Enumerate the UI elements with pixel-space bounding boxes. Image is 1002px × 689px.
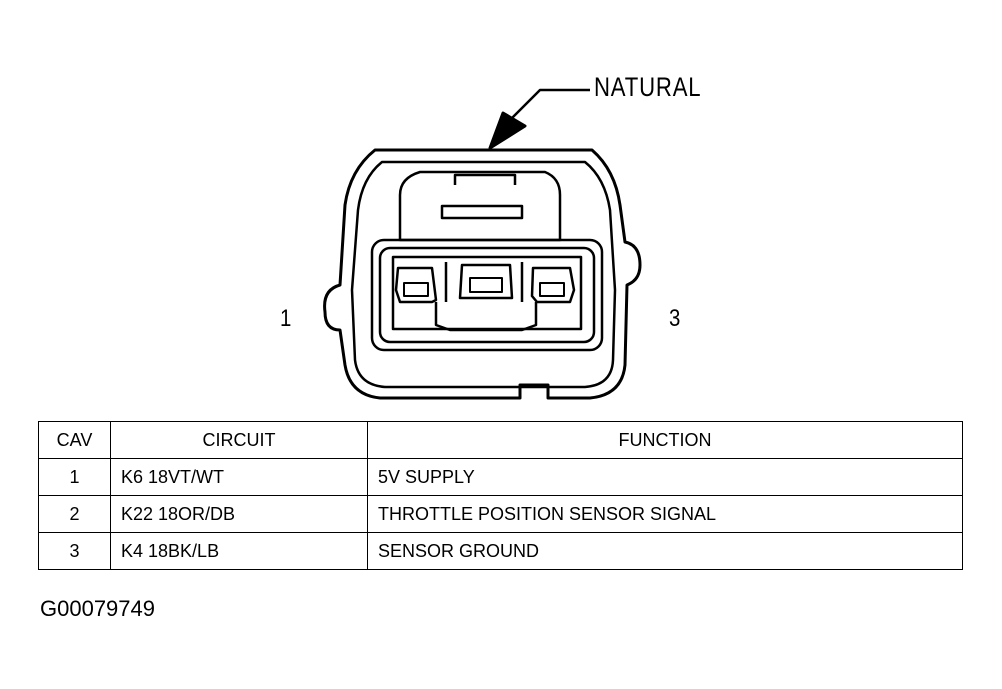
cell-cav: 3 — [38, 532, 111, 570]
connector-diagram — [323, 88, 642, 400]
connector-latch — [398, 170, 562, 242]
table-row: 2 K22 18OR/DB THROTTLE POSITION SENSOR S… — [38, 495, 963, 533]
cavity-3 — [530, 266, 576, 304]
cell-circuit: K6 18VT/WT — [110, 458, 368, 496]
cavity-label-left: 1 — [280, 305, 292, 332]
figure-id: G00079749 — [40, 596, 155, 621]
cell-function: 5V SUPPLY — [367, 458, 963, 496]
terminal-frame-inner — [378, 246, 596, 344]
cell-cav: 2 — [38, 495, 111, 533]
terminal-frame-outer — [370, 238, 604, 352]
cavity-2 — [458, 263, 514, 300]
cell-circuit: K22 18OR/DB — [110, 495, 368, 533]
connector-housing-outer — [323, 148, 642, 400]
table-header-row: CAV CIRCUIT FUNCTION — [38, 421, 963, 459]
cell-cav: 1 — [38, 458, 111, 496]
header-function: FUNCTION — [367, 421, 963, 459]
header-cav: CAV — [38, 421, 111, 459]
header-circuit: CIRCUIT — [110, 421, 368, 459]
latch-bump — [453, 173, 517, 185]
table-row: 1 K6 18VT/WT 5V SUPPLY — [38, 458, 963, 496]
connector-key — [434, 302, 538, 332]
latch-slot — [440, 204, 524, 220]
callout-leader-line — [511, 88, 590, 119]
callout-label: NATURAL — [594, 72, 702, 102]
cell-function: THROTTLE POSITION SENSOR SIGNAL — [367, 495, 963, 533]
cavity-label-right: 3 — [669, 305, 681, 332]
pinout-table: CAV CIRCUIT FUNCTION 1 K6 18VT/WT 5V SUP… — [38, 421, 963, 570]
callout-arrow — [488, 111, 527, 150]
cell-circuit: K4 18BK/LB — [110, 532, 368, 570]
table-row: 3 K4 18BK/LB SENSOR GROUND — [38, 532, 963, 570]
connector-housing-inner — [350, 160, 617, 389]
cell-function: SENSOR GROUND — [367, 532, 963, 570]
cavity-1 — [394, 266, 438, 304]
